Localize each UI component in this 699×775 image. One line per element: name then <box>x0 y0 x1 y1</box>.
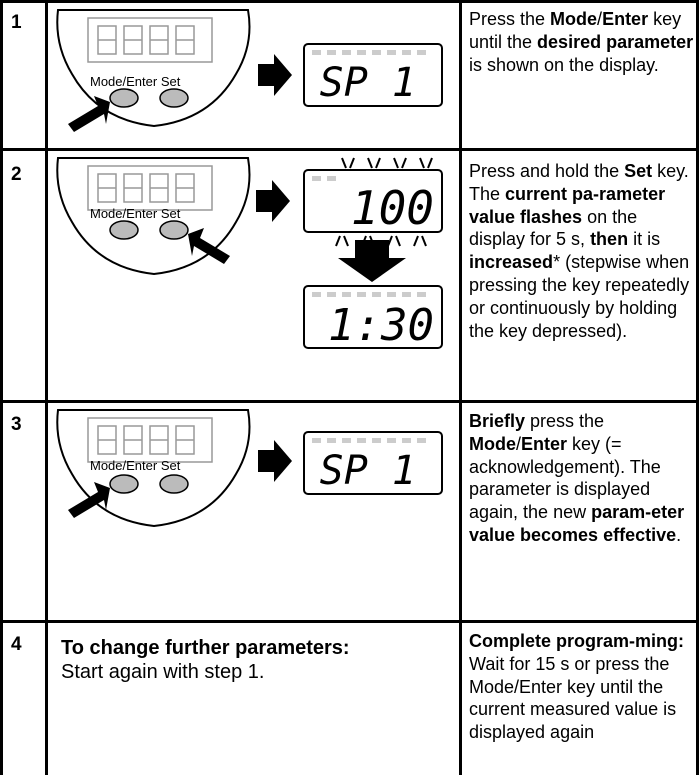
display-value: SP 1 <box>320 448 416 494</box>
set-key <box>159 88 189 108</box>
step-2-illustration: Mode/Enter Set 100 1:30 <box>56 157 443 351</box>
set-key <box>159 474 189 494</box>
instruction-emphasis: Mode <box>469 433 516 454</box>
instruction-text: key until the <box>469 9 682 52</box>
pointer-arrow-icon <box>68 482 110 518</box>
device-panel: Mode/Enter Set <box>56 409 251 528</box>
step-number: 2 <box>11 164 22 185</box>
instruction-emphasis: Mode <box>550 9 598 29</box>
down-arrow-icon <box>338 240 406 282</box>
step-number: 3 <box>11 414 22 435</box>
step-2-instruction: Press and hold the Set key. The current … <box>469 160 697 342</box>
instruction-text: press the <box>525 411 605 431</box>
instruction-text: on the display for 5 s, <box>469 206 638 250</box>
step-number: 1 <box>11 12 22 33</box>
instruction-text: Press and hold the <box>469 161 625 181</box>
instruction-text: / <box>597 9 603 29</box>
set-key <box>159 220 189 240</box>
instruction-emphasis: current pa-rameter value flashes <box>469 183 666 227</box>
table-border-top <box>0 0 699 3</box>
device-display <box>87 165 213 211</box>
instruction-text: . <box>676 524 682 545</box>
right-arrow-icon <box>256 180 290 222</box>
device-keys-label: Mode/Enter Set <box>90 458 181 473</box>
step-3-illustration: Mode/Enter Set SP 1 <box>56 409 443 528</box>
display-value: SP 1 <box>320 60 416 106</box>
instruction-text: * (stepwise when pressing the key repeat… <box>469 252 690 341</box>
step-number: 4 <box>11 634 22 655</box>
instruction-text: key. The <box>469 161 689 204</box>
device-display <box>87 417 213 463</box>
step-text: Start again with step 1. <box>61 661 265 683</box>
instruction-emphasis: desired parameter <box>537 31 694 52</box>
instruction-emphasis: Complete program-ming: <box>469 631 685 651</box>
flashing-display: 100 <box>303 157 443 247</box>
step-heading: To change further parameters: <box>61 637 350 659</box>
instruction-text: / <box>516 433 522 454</box>
mode-enter-key <box>109 474 139 494</box>
instruction-text: it is <box>628 229 661 250</box>
table-border-left <box>0 0 3 775</box>
display-value: 1:30 <box>328 300 434 351</box>
instruction-emphasis: Briefly <box>469 411 526 431</box>
instruction-emphasis: Enter <box>521 433 568 454</box>
device-keys-label: Mode/Enter Set <box>90 74 181 89</box>
flash-rays <box>335 157 433 247</box>
column-divider <box>459 0 462 775</box>
instruction-text: Wait for 15 s or press the Mode/Enter ke… <box>469 653 677 743</box>
display-value: 100 <box>351 181 434 235</box>
step-4-main: To change further parameters: Start agai… <box>61 636 451 684</box>
device-panel: Mode/Enter Set <box>56 157 251 276</box>
row-divider <box>0 148 699 151</box>
step-1-instruction: Press the Mode/Enter key until the desir… <box>469 8 697 76</box>
instruction-emphasis: param-eter value becomes effective <box>469 502 685 545</box>
mode-enter-key <box>109 88 139 108</box>
pointer-arrow-icon <box>68 96 110 132</box>
result-display: 1:30 <box>303 285 443 351</box>
device-display <box>87 17 213 63</box>
instruction-emphasis: Enter <box>602 9 649 29</box>
step-1-illustration: Mode/Enter Set SP 1 <box>56 9 443 132</box>
instruction-emphasis: then <box>590 229 629 250</box>
row-divider <box>0 620 699 623</box>
device-keys-label: Mode/Enter Set <box>90 206 181 221</box>
result-display: SP 1 <box>303 431 443 495</box>
instruction-emphasis: increased <box>469 252 554 273</box>
right-arrow-icon <box>258 440 292 482</box>
instruction-text: key (= acknowledgement). The parameter i… <box>469 433 661 523</box>
mode-enter-key <box>109 220 139 240</box>
instruction-text: is shown on the display. <box>469 54 659 75</box>
result-display: SP 1 <box>303 43 443 107</box>
column-divider <box>45 0 48 775</box>
instruction-emphasis: Set <box>624 161 653 181</box>
table-border-right <box>696 0 699 775</box>
pointer-arrow-icon <box>188 228 230 264</box>
instruction-text: Press the <box>469 9 551 29</box>
device-panel: Mode/Enter Set <box>56 9 251 132</box>
step-4-instruction: Complete program-ming: Wait for 15 s or … <box>469 630 697 744</box>
step-3-instruction: Briefly press the Mode/Enter key (= ackn… <box>469 410 697 547</box>
right-arrow-icon <box>258 54 292 96</box>
row-divider <box>0 400 699 403</box>
